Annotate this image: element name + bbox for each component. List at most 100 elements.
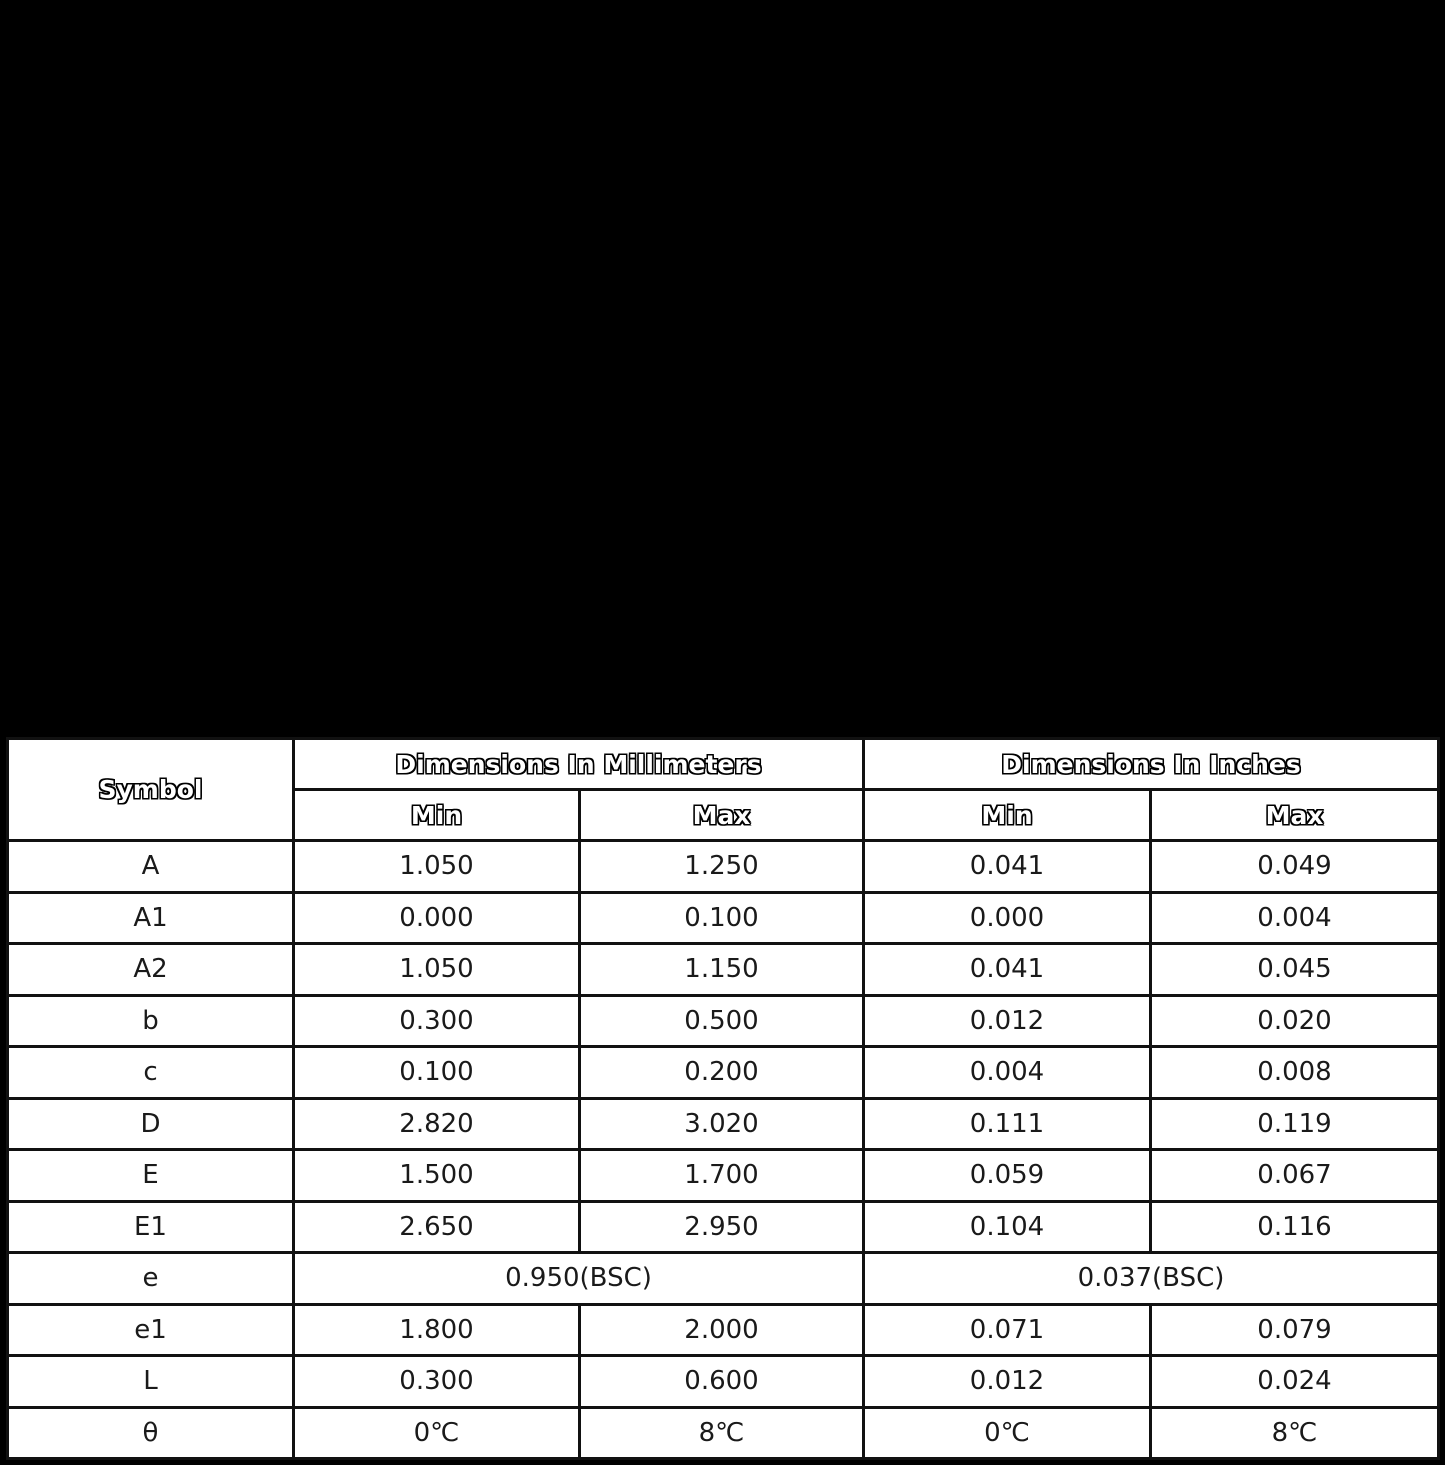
table-row: c 0.100 0.200 0.004 0.008	[6, 1045, 1440, 1100]
front-view	[442, 514, 835, 712]
cell-symbol: A2	[6, 942, 295, 997]
cell-mm-max: 3.020	[578, 1096, 865, 1151]
cell-mm-min: 1.800	[292, 1302, 581, 1357]
table-row: A1 0.000 0.100 0.000 0.004	[6, 890, 1440, 945]
top-view-body-inner	[440, 179, 712, 317]
cell-in-min: 0℃	[862, 1405, 1152, 1460]
cell-in-max: 0.067	[1149, 1148, 1440, 1203]
mm-header: Dimensions In Millimeters	[292, 737, 865, 791]
label-L: L	[907, 141, 945, 160]
cell-mm-min: 0.000	[292, 890, 581, 945]
cell-in-min: 0.059	[862, 1148, 1152, 1203]
label-E: E	[747, 239, 785, 262]
side-view-lower-lead	[974, 322, 1033, 396]
top-view	[375, 50, 805, 490]
cell-mm-min: 2.650	[292, 1199, 581, 1254]
cell-mm-max: 0.500	[578, 993, 865, 1048]
cell-mm-min: 0.100	[292, 1045, 581, 1100]
theta-arc	[944, 56, 1006, 81]
cell-mm-max: 0.100	[578, 890, 865, 945]
label-A2: A2	[759, 586, 797, 628]
cell-in-max: 0.020	[1149, 993, 1440, 1048]
cell-in-min: 0.000	[862, 890, 1152, 945]
cell-mm-min: 2.820	[292, 1096, 581, 1151]
cell-symbol: E	[6, 1148, 295, 1203]
table-row: θ 0℃ 8℃ 0℃ 8℃	[6, 1405, 1440, 1460]
cell-in-max: 0.049	[1149, 839, 1440, 894]
label-A: A	[791, 605, 829, 628]
cell-in-min: 0.004	[862, 1045, 1152, 1100]
package-outline-drawing: D b E1 E e e1 θ 0.2 L c	[350, 18, 1140, 712]
cell-symbol: A	[6, 839, 295, 894]
label-0-2: 0.2	[1030, 74, 1077, 112]
table-row: e 0.950(BSC) 0.037(BSC)	[6, 1251, 1440, 1306]
cell-in-max: 0.079	[1149, 1302, 1440, 1357]
top-view-body-outer	[434, 173, 718, 323]
cell-in-max: 0.045	[1149, 942, 1440, 997]
cell-in-max: 0.119	[1149, 1096, 1440, 1151]
side-view-upper-lead	[971, 69, 1033, 176]
label-c: c	[928, 350, 945, 388]
in-min-header: Min	[862, 788, 1152, 842]
label-E1: E1	[350, 248, 388, 290]
table-row: E1 2.650 2.950 0.104 0.116	[6, 1199, 1440, 1254]
table-row: b 0.300 0.500 0.012 0.020	[6, 993, 1440, 1048]
cell-mm-min: 0.300	[292, 1354, 581, 1409]
label-theta: θ	[984, 18, 1003, 56]
table-row: A 1.050 1.250 0.041 0.049	[6, 839, 1440, 894]
side-view-body	[972, 175, 1082, 322]
cell-in-max: 0.004	[1149, 890, 1440, 945]
cell-mm-max: 8℃	[578, 1405, 865, 1460]
cell-mm-max: 1.250	[578, 839, 865, 894]
cell-in-min: 0.041	[862, 942, 1152, 997]
cell-symbol: L	[6, 1354, 295, 1409]
table-row: E 1.500 1.700 0.059 0.067	[6, 1148, 1440, 1203]
label-b: b	[632, 77, 651, 115]
mm-max-header: Max	[578, 788, 865, 842]
mm-min-header: Min	[292, 788, 581, 842]
symbol-header: Symbol	[6, 737, 295, 842]
cell-in-max: 0.116	[1149, 1199, 1440, 1254]
cell-mm-max: 2.950	[578, 1199, 865, 1254]
label-A1: A1	[727, 586, 765, 628]
cell-mm-min: 1.500	[292, 1148, 581, 1203]
cell-mm-min: 1.050	[292, 942, 581, 997]
dimensions-table: Symbol Dimensions In Millimeters Dimensi…	[6, 737, 1440, 1460]
cell-in-max: 8℃	[1149, 1405, 1440, 1460]
table-row: e1 1.800 2.000 0.071 0.079	[6, 1302, 1440, 1357]
cell-mm-max: 1.700	[578, 1148, 865, 1203]
cell-in-min: 0.041	[862, 839, 1152, 894]
cell-in-min: 0.111	[862, 1096, 1152, 1151]
cell-symbol: D	[6, 1096, 295, 1151]
in-max-header: Max	[1149, 788, 1440, 842]
cell-symbol: E1	[6, 1199, 295, 1254]
cell-mm-max: 2.000	[578, 1302, 865, 1357]
label-e1: e1	[552, 442, 590, 480]
table-row: L 0.300 0.600 0.012 0.024	[6, 1354, 1440, 1409]
cell-in-min: 0.071	[862, 1302, 1152, 1357]
table-row: A2 1.050 1.150 0.041 0.045	[6, 942, 1440, 997]
cell-symbol: A1	[6, 890, 295, 945]
cell-mm-max: 1.150	[578, 942, 865, 997]
cell-mm-min: 0.300	[292, 993, 581, 1048]
cell-in-min: 0.104	[862, 1199, 1152, 1254]
cell-mm-max: 0.600	[578, 1354, 865, 1409]
front-view-center-lead	[564, 559, 590, 643]
cell-in-max: 0.008	[1149, 1045, 1440, 1100]
label-e: e	[512, 370, 531, 408]
table-row: D 2.820 3.020 0.111 0.119	[6, 1096, 1440, 1151]
cell-in-bsc: 0.037(BSC)	[862, 1251, 1440, 1306]
cell-symbol: c	[6, 1045, 295, 1100]
cell-symbol: e	[6, 1251, 295, 1306]
cell-mm-min: 1.050	[292, 839, 581, 894]
in-header: Dimensions In Inches	[862, 737, 1440, 791]
cell-symbol: e1	[6, 1302, 295, 1357]
cell-mm-max: 0.200	[578, 1045, 865, 1100]
cell-in-min: 0.012	[862, 1354, 1152, 1409]
side-view	[900, 54, 1140, 396]
cell-in-min: 0.012	[862, 993, 1152, 1048]
cell-mm-min: 0℃	[292, 1405, 581, 1460]
cell-symbol: θ	[6, 1405, 295, 1460]
cell-in-max: 0.024	[1149, 1354, 1440, 1409]
label-D: D	[560, 38, 585, 76]
